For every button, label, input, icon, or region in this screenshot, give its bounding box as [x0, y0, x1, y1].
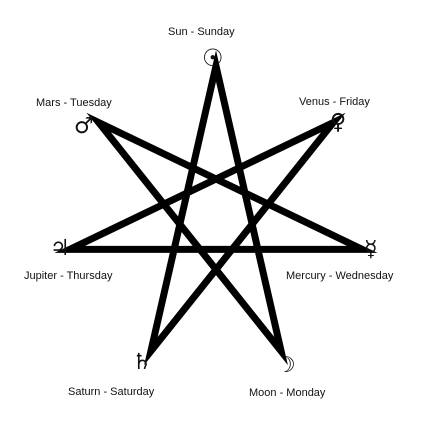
venus-symbol-icon: ♀	[330, 110, 347, 135]
mars-symbol-icon: ♂	[74, 114, 94, 139]
saturn-symbol-icon: ♄	[132, 350, 152, 375]
label-moon: Moon - Monday	[249, 387, 326, 399]
jupiter-symbol-icon: ♃	[50, 236, 70, 261]
label-mars: Mars - Tuesday	[36, 97, 112, 109]
sun-symbol-icon: ☉	[202, 44, 224, 72]
moon-symbol-icon: ☽	[276, 353, 296, 378]
label-jupiter: Jupiter - Thursday	[24, 270, 113, 282]
heptagram-star	[54, 50, 378, 366]
label-sun: Sun - Sunday	[168, 26, 235, 38]
label-venus: Venus - Friday	[299, 96, 370, 108]
mercury-symbol-icon: ☿	[364, 237, 378, 262]
label-saturn: Saturn - Saturday	[68, 386, 155, 398]
label-mercury: Mercury - Wednesday	[286, 270, 394, 282]
